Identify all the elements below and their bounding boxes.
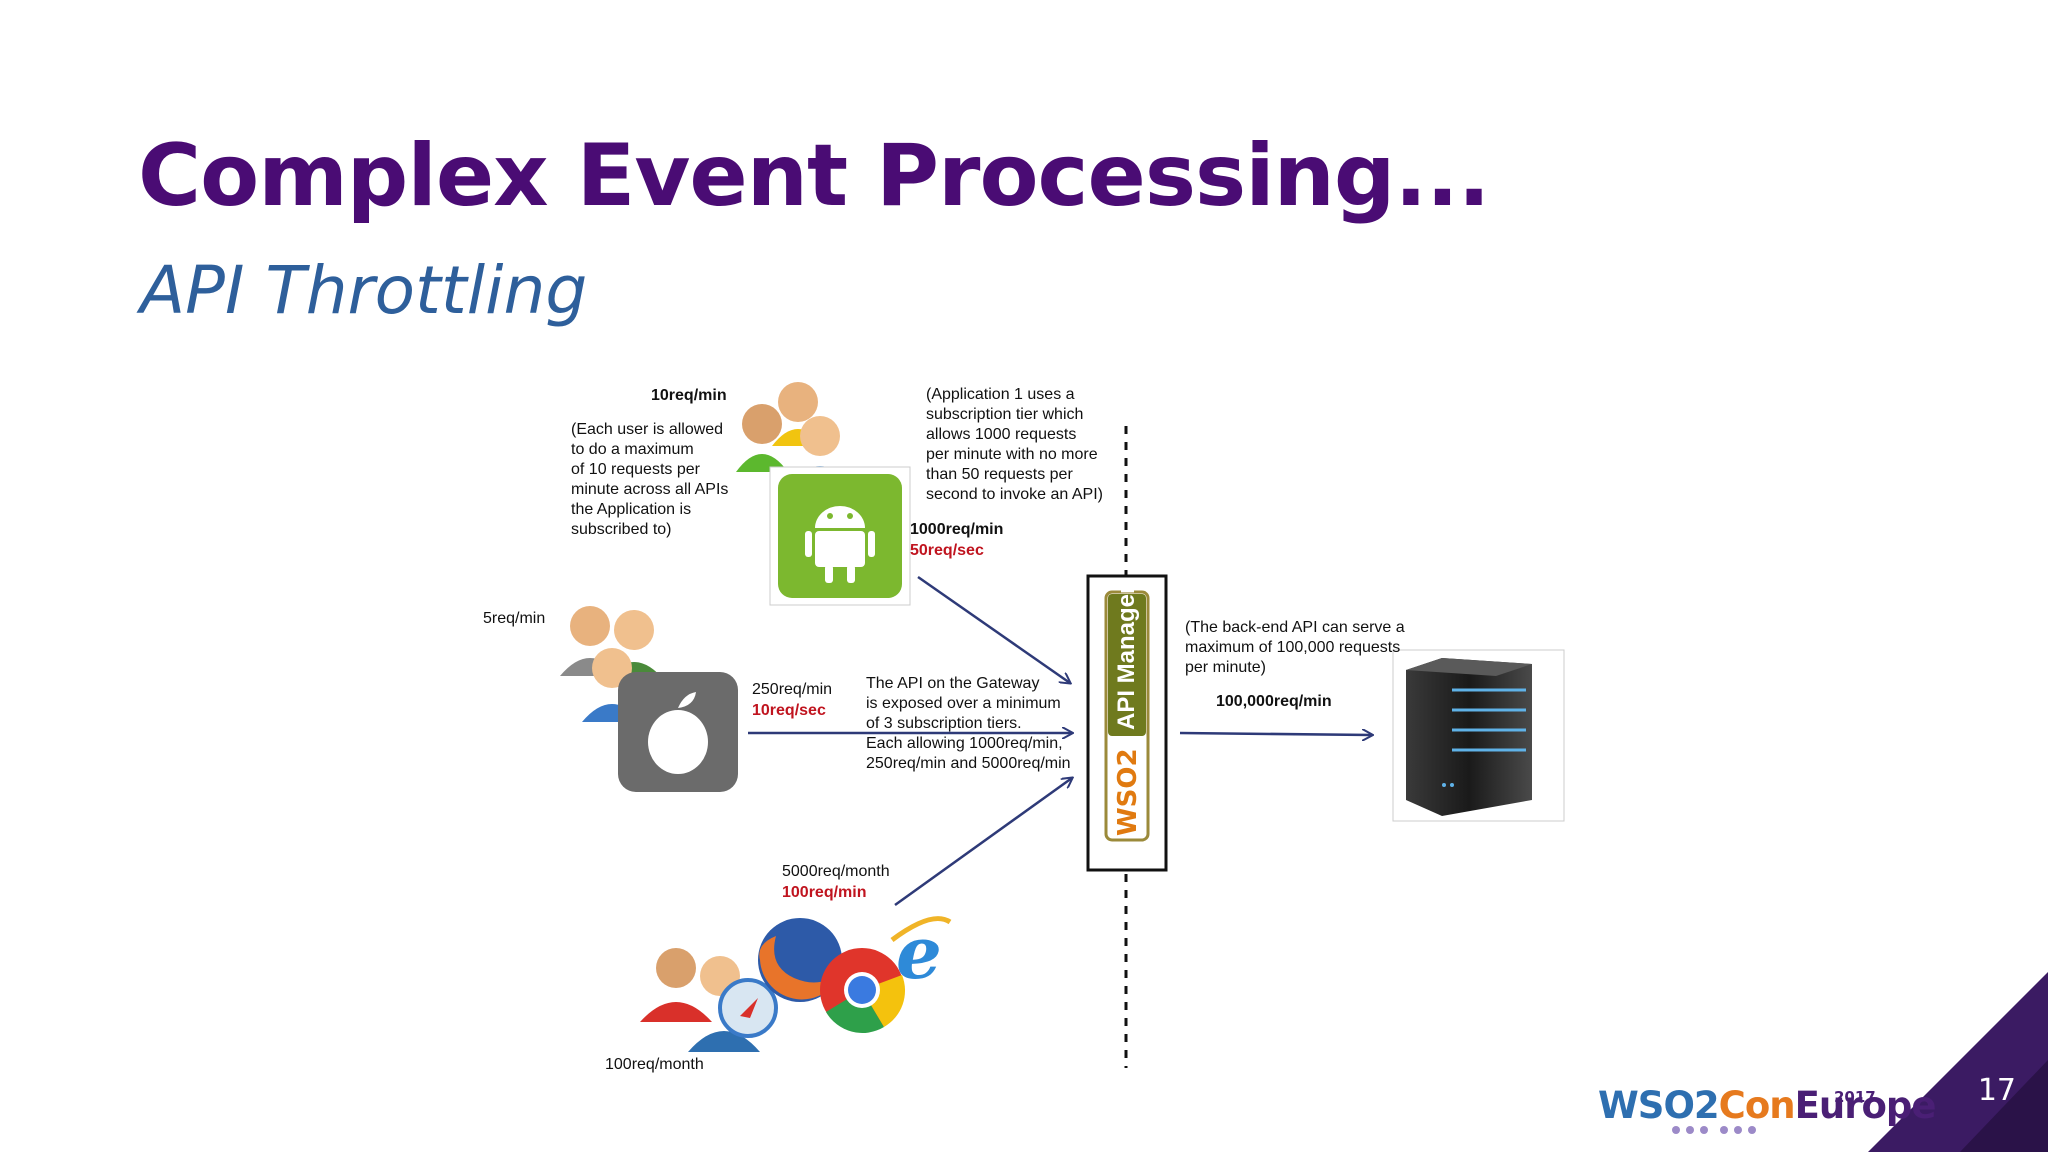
web-users-icon (640, 948, 760, 1052)
web-tier-min: 100req/min (782, 884, 867, 901)
backend-limit: 100,000req/min (1216, 693, 1332, 710)
chrome-icon (820, 948, 906, 1033)
android-tier-min: 1000req/min (910, 521, 1004, 538)
app1-note: (Application 1 uses a subscription tier … (926, 386, 1103, 503)
slide-subtitle: API Throttling (140, 252, 588, 329)
apple-app-icon (618, 672, 738, 792)
wso2con-europe-logo: WSO2ConEurope (1598, 1084, 1936, 1127)
backend-arrow (1179, 733, 1372, 735)
backend-server-icon (1406, 658, 1532, 816)
corner-decoration (1868, 972, 2048, 1152)
api-manager-label: API Manager (1113, 585, 1140, 730)
web-user-limit: 100req/month (605, 1056, 704, 1073)
ie-icon: e (890, 910, 952, 995)
gateway-note: The API on the Gateway is exposed over a… (866, 675, 1071, 772)
ios-user-limit: 5req/min (483, 610, 546, 627)
web-arrow (894, 778, 1072, 907)
backend-note: (The back-end API can serve a maximum of… (1185, 619, 1405, 676)
user-limit-note: (Each user is allowed to do a maximum of… (571, 421, 729, 538)
user-limit-top: 10req/min (651, 387, 727, 404)
android-arrow (917, 575, 1070, 683)
slide-title: Complex Event Processing... (138, 126, 1490, 226)
footer-people-icon (1672, 1126, 1756, 1134)
android-app-icon (778, 474, 902, 598)
web-tier-month: 5000req/month (782, 863, 890, 880)
android-tier-sec: 50req/sec (910, 542, 984, 559)
wso2-logo-text: WSO2 (1113, 748, 1143, 836)
page-number: 17 (1977, 1073, 2016, 1108)
safari-icon (718, 978, 778, 1038)
api-manager-box: API Manager WSO2 (1086, 574, 1168, 872)
logo-year: 2017 (1834, 1088, 1876, 1106)
ios-tier-min: 250req/min (752, 681, 833, 698)
ios-tier-sec: 10req/sec (752, 702, 826, 719)
